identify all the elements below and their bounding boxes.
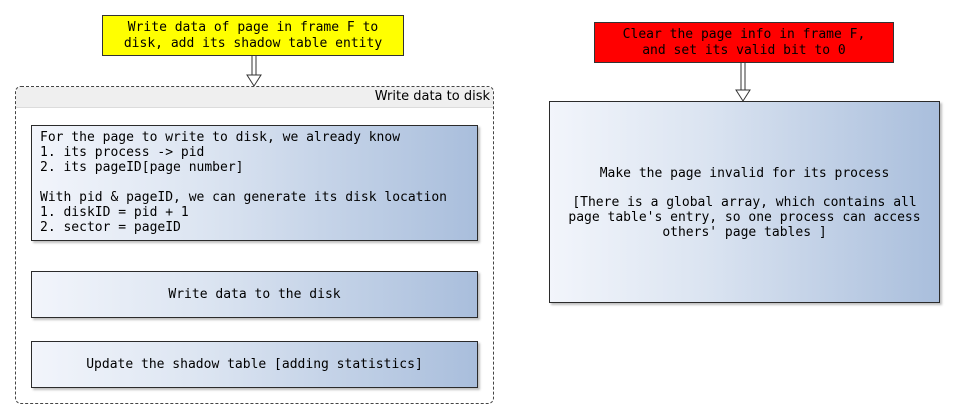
hollow-arrow-left: [246, 56, 262, 87]
write-disk-text: Write data to the disk: [168, 286, 341, 302]
invalidate-page-box: Make the page invalid for its process [T…: [549, 101, 940, 303]
write-page-text: Write data of page in frame F to disk, a…: [123, 19, 383, 51]
step-known-info-box: For the page to write to disk, we alread…: [31, 125, 478, 241]
update-shadow-text: Update the shadow table [adding statisti…: [86, 356, 423, 372]
clear-page-text: Clear the page info in frame F, and set …: [622, 26, 866, 58]
hollow-arrow-right: [735, 63, 751, 102]
update-shadow-box: Update the shadow table [adding statisti…: [31, 341, 478, 388]
write-disk-box: Write data to the disk: [31, 271, 478, 318]
group-title: Write data to disk: [16, 87, 493, 108]
invalidate-page-note: [There is a global array, which contains…: [568, 195, 921, 240]
step-known-info-text: For the page to write to disk, we alread…: [40, 130, 447, 235]
invalidate-page-title: Make the page invalid for its process: [599, 166, 890, 181]
write-page-box: Write data of page in frame F to disk, a…: [102, 15, 404, 56]
clear-page-box: Clear the page info in frame F, and set …: [594, 22, 894, 63]
